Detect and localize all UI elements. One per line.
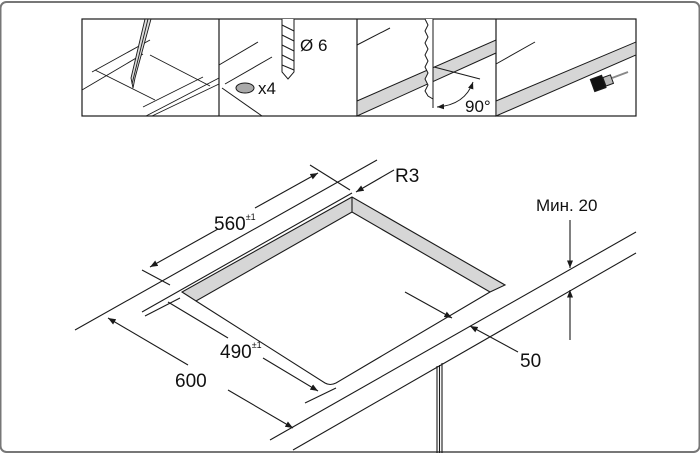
cutout-depth-label: 490±1 xyxy=(220,340,262,363)
worktop-depth-label: 600 xyxy=(175,371,207,392)
angle-label: 90° xyxy=(465,97,491,116)
jigsaw-blade-icon xyxy=(356,18,497,117)
panel-strip xyxy=(81,18,637,117)
step-panels xyxy=(81,18,637,117)
dimension-lines xyxy=(107,164,574,429)
hole-count-label: x4 xyxy=(258,79,276,98)
sealant-brush-icon xyxy=(495,41,637,117)
drill-diameter-label: Ø 6 xyxy=(300,36,328,55)
cutout-width-label: 560±1 xyxy=(214,212,256,235)
front-offset-label: 50 xyxy=(520,351,542,372)
cutout-width-value: 560 xyxy=(214,214,246,235)
corner-radius-label: R3 xyxy=(395,166,420,187)
min-thickness-label: Мин. 20 xyxy=(536,196,598,215)
drill-bit-icon xyxy=(218,19,295,117)
cutout-width-tolerance: ±1 xyxy=(245,212,256,222)
marking-pencil-icon xyxy=(81,18,220,117)
cutout-depth-tolerance: ±1 xyxy=(251,340,262,350)
cutout xyxy=(180,196,507,386)
cutout-depth-value: 490 xyxy=(220,342,252,363)
worktop-outline xyxy=(74,159,637,453)
